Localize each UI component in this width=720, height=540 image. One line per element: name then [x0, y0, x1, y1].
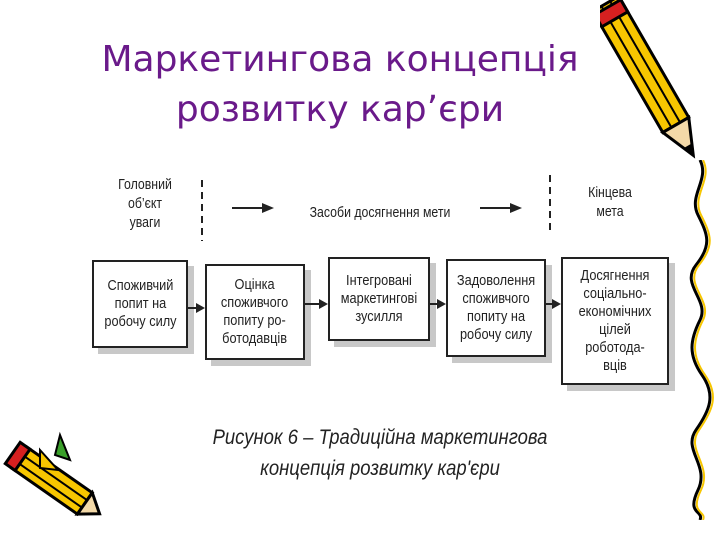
squiggle-line	[689, 160, 714, 520]
figure-caption-line-1: Рисунок 6 – Традиційна маркетингова	[212, 426, 548, 449]
box-demand-assessment: Оцінка споживчого попиту ро- ботодавців	[205, 264, 305, 360]
title-line-1: Маркетингова концепція	[101, 39, 579, 80]
box-consumer-demand: Споживчий попит на робочу силу	[92, 260, 188, 348]
pencil-icon	[3, 431, 102, 517]
figure-caption-line-2: концепція розвитку кар'єри	[260, 457, 500, 480]
box-socioeconomic-goals: Досягнення соціально- економічних цілей …	[561, 257, 669, 385]
header-arrows	[201, 175, 551, 241]
flow-arrows	[188, 299, 561, 313]
header-middle-label: Засоби досягнення мети	[309, 204, 451, 221]
box-integrated-marketing: Інтегровані маркетингові зусилля	[328, 257, 430, 341]
title-line-2: розвитку кар’єри	[175, 89, 505, 130]
header-left-label: Головний об’єкт уваги	[118, 176, 172, 231]
box-demand-satisfaction: Задоволення споживчого попиту на робочу …	[446, 259, 546, 357]
header-right-label: Кінцева мета	[588, 184, 632, 220]
pencil-icon	[600, 0, 696, 159]
